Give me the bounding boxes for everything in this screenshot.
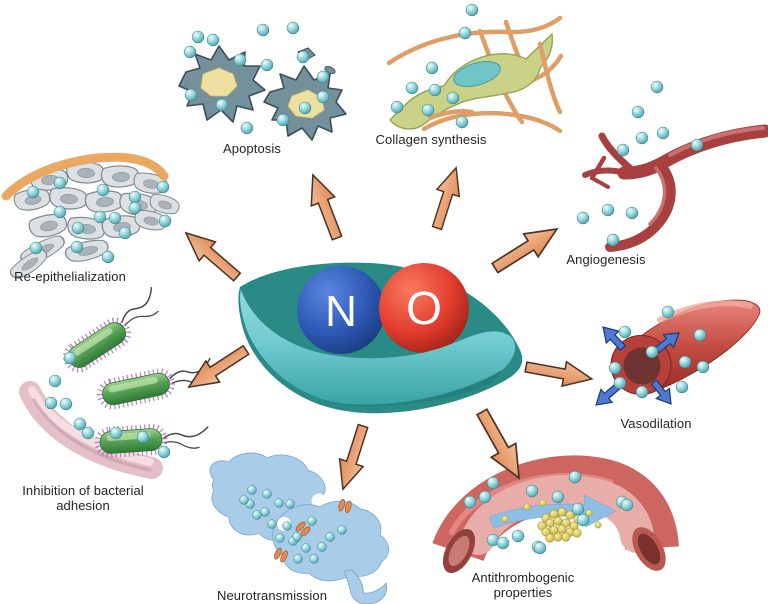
arrow-to-reepithelialization bbox=[176, 222, 246, 288]
axon-funnel bbox=[343, 569, 388, 604]
vessel-end-right bbox=[632, 527, 666, 571]
oxygen-label: O bbox=[406, 282, 442, 334]
arrow-to-neurotransmission bbox=[330, 421, 376, 494]
nitrogen-sphere bbox=[297, 266, 385, 354]
epithelium-surface-crust bbox=[1, 152, 169, 201]
label-collagen-synthesis: Collagen synthesis bbox=[375, 132, 487, 147]
arrow-to-vasodilation bbox=[523, 354, 595, 392]
arrow-to-angiogenesis bbox=[486, 216, 565, 281]
arrow-to-apoptosis bbox=[300, 169, 350, 244]
arrow-to-bacterial-adhesion bbox=[181, 338, 254, 399]
reepithelialization-illustration bbox=[1, 152, 182, 284]
dish-bottom-shade bbox=[334, 371, 502, 407]
fibroblast-nucleus bbox=[453, 61, 501, 87]
nitrogen-label: N bbox=[325, 287, 357, 336]
no-dots bbox=[576, 80, 704, 247]
label-bacterial-line2: adhesion bbox=[56, 498, 110, 513]
label-angiogenesis: Angiogenesis bbox=[566, 252, 646, 267]
branching-vessel bbox=[582, 124, 768, 252]
label-vasodilation: Vasodilation bbox=[620, 416, 692, 431]
oxygen-sphere bbox=[379, 263, 469, 353]
label-reepithelialization: Re-epithelialization bbox=[14, 269, 126, 284]
neurotransmission-illustration bbox=[209, 452, 389, 604]
label-antithrombogenic-line1: Antithrombogenic bbox=[471, 570, 575, 585]
label-antithrombogenic: Antithrombogenic properties bbox=[443, 570, 603, 600]
collagen-synthesis-illustration bbox=[386, 3, 564, 134]
dish-inner-surface bbox=[240, 290, 516, 405]
vessel-end-left bbox=[442, 528, 476, 574]
cell-debris bbox=[324, 66, 336, 74]
antithrombogenic-illustration bbox=[432, 455, 679, 574]
collagen-fibers-front bbox=[427, 41, 563, 121]
apoptosis-illustration bbox=[178, 21, 347, 141]
vasodilation-illustration bbox=[589, 299, 761, 413]
implant-surface-highlight bbox=[28, 386, 154, 466]
label-bacterial-adhesion: Inhibition of bacterial adhesion bbox=[8, 483, 158, 513]
synaptic-notch bbox=[311, 493, 327, 509]
label-antithrombogenic-line2: properties bbox=[493, 585, 553, 600]
arrow-to-collagen-synthesis bbox=[425, 163, 469, 233]
bacterial-adhesion-illustration bbox=[19, 287, 211, 479]
implant-surface-shade bbox=[32, 398, 152, 472]
label-neurotransmission: Neurotransmission bbox=[216, 588, 328, 603]
no-molecule-center: N O bbox=[238, 262, 523, 414]
angiogenesis-illustration bbox=[576, 80, 768, 252]
label-bacterial-line1: Inhibition of bacterial bbox=[22, 483, 144, 498]
label-apoptosis: Apoptosis bbox=[223, 141, 281, 156]
